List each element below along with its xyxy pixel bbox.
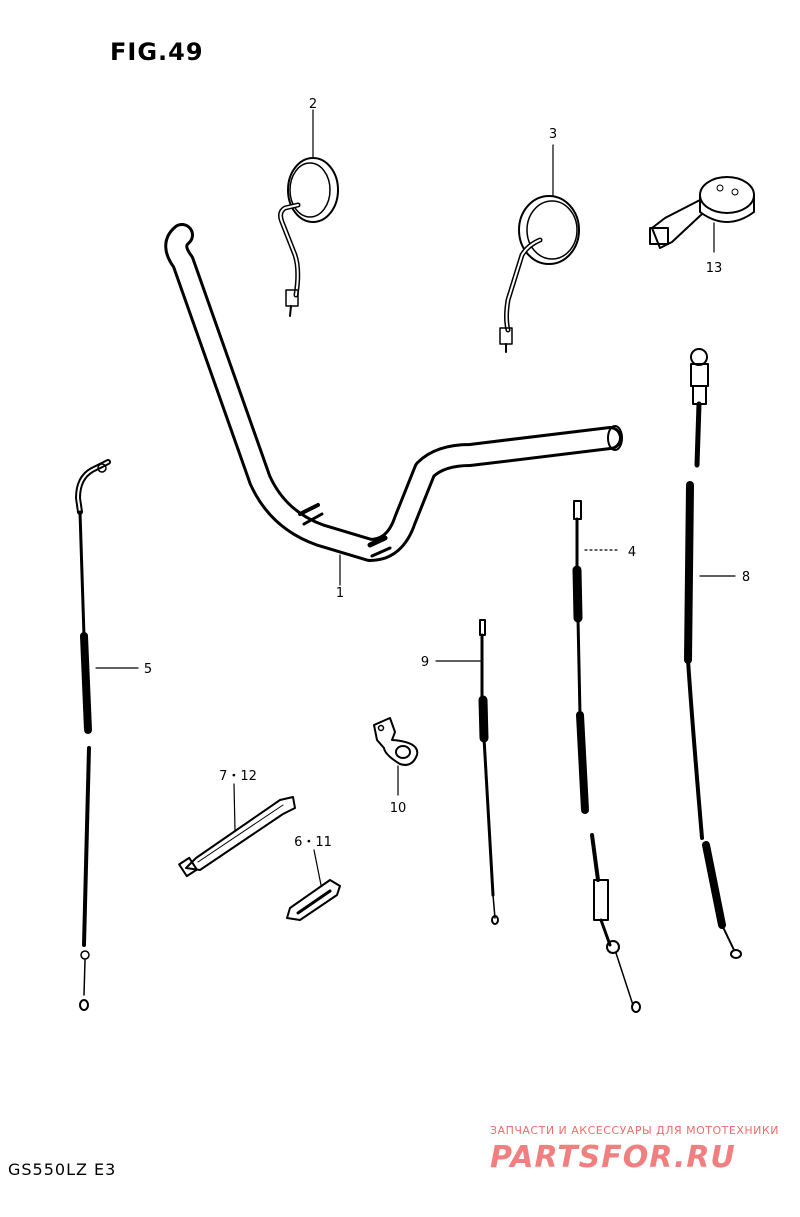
callout-10: 10 [390,801,407,816]
callout-7-12: 7・12 [219,769,257,784]
watermark-logo: PARTSFOR.RU [490,1140,736,1175]
switch-housing-part [649,176,755,253]
cable-4-part [572,500,641,1013]
cable-9-part [435,619,499,925]
callout-9: 9 [421,655,429,670]
cable-5-part [75,459,139,1011]
callout-5: 5 [144,662,152,677]
callout-2: 2 [309,97,317,112]
mirror-right-part [499,144,580,353]
cable-clamp-part [373,717,419,796]
callout-8: 8 [742,570,750,585]
cable-8-part [684,348,742,959]
callout-1: 1 [336,586,344,601]
mirror-left-part [278,109,339,317]
stay-rod-part [178,783,296,878]
watermark-tagline: ЗАПЧАСТИ И АКСЕССУАРЫ ДЛЯ МОТОТЕХНИКИ [490,1124,779,1137]
model-code: GS550LZ E3 [8,1160,117,1179]
callout-13: 13 [706,261,723,276]
callout-3: 3 [549,127,557,142]
bracket-plate-part [286,849,341,921]
figure-title: FIG.49 [110,38,204,66]
callout-4: 4 [628,545,636,560]
handlebar-part [164,223,623,586]
callout-6-11: 6・11 [294,835,332,850]
